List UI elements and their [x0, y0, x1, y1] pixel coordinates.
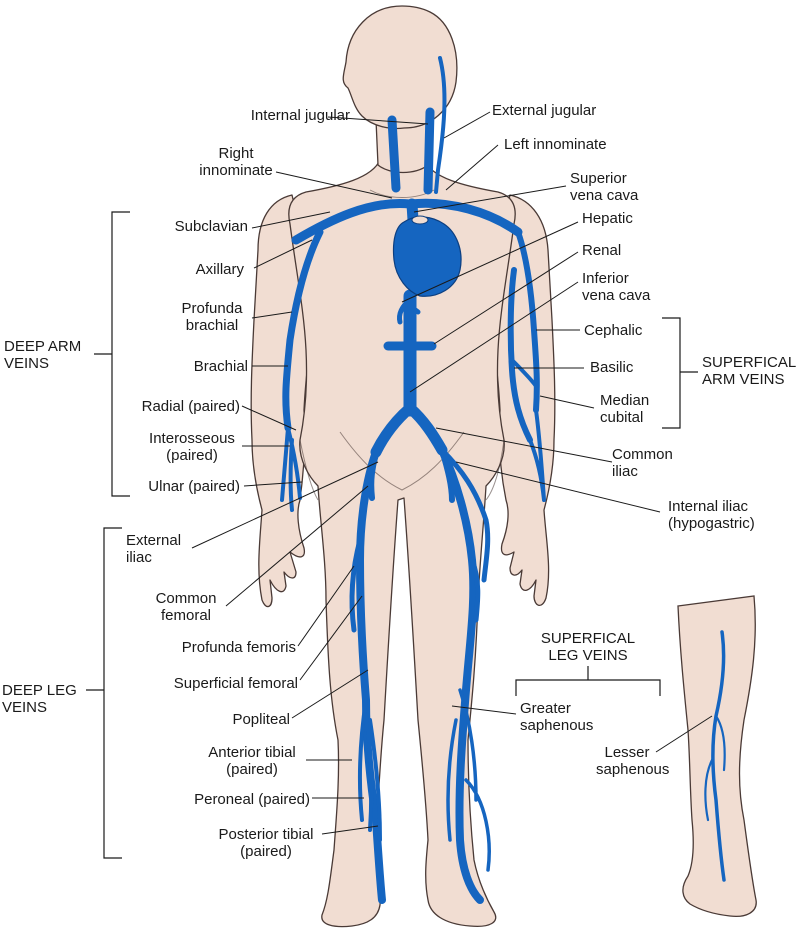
label-profunda-brachial: Profunda brachial [181, 300, 243, 334]
group-label-superficial-arm: SUPERFICAL ARM VEINS [702, 354, 797, 388]
leader-internal-jugular [327, 116, 429, 125]
leader-lesser-saphenous [655, 715, 713, 753]
isolated-leg [677, 595, 757, 918]
left-deep-leg-vein [438, 446, 484, 904]
left-median-cubital-vein [510, 358, 538, 388]
head [342, 5, 458, 130]
label-anterior-tibial: Anterior tibial (paired) [208, 744, 296, 778]
leader-axillary [253, 239, 313, 269]
label-interosseous: Interosseous (paired) [149, 430, 235, 464]
group-label-superficial-leg: SUPERFICAL LEG VEINS [540, 630, 636, 664]
label-common-femoral: Common femoral [155, 590, 217, 624]
label-median-cubital: Median cubital [600, 392, 650, 426]
leader-posterior-tibial [321, 825, 379, 835]
label-subclavian: Subclavian [174, 218, 248, 235]
heart [392, 216, 462, 297]
label-hepatic: Hepatic [582, 210, 633, 227]
leader-median-cubital [539, 395, 595, 409]
right-radial-ulnar-veins [280, 426, 302, 512]
leader-common-femoral [225, 485, 369, 607]
left-leg-tributaries [446, 688, 491, 872]
heart-aorta-stub [411, 215, 429, 225]
leader-superior-vena-cava [413, 185, 567, 213]
leader-left-innominate [445, 144, 499, 191]
leader-profunda-femoris [297, 565, 355, 647]
leader-internal-iliac [455, 461, 661, 513]
leader-greater-saphenous [451, 705, 517, 715]
leader-popliteal [291, 669, 369, 719]
label-axillary: Axillary [195, 261, 244, 278]
left-greater-saphenous [439, 447, 491, 623]
common-iliac-veins [370, 402, 448, 458]
left-arm [487, 194, 556, 606]
external-jugular-vein [434, 56, 447, 194]
group-brackets [86, 211, 698, 859]
leader-subclavian [251, 211, 331, 229]
left-forearm-veins [528, 408, 546, 502]
label-lesser-saphenous: Lesser saphenous [596, 744, 670, 778]
bracket-deep-arm [94, 211, 130, 497]
lesser-saphenous-vein [711, 630, 726, 882]
label-right-innominate: Right innominate [199, 145, 273, 179]
right-profunda-femoris [349, 537, 363, 633]
left-internal-jugular-vein [423, 107, 435, 195]
leader-hepatic [401, 221, 579, 303]
leader-renal [433, 251, 579, 345]
right-internal-jugular-vein [387, 115, 401, 193]
label-inferior-vena-cava: Inferior vena cava [582, 270, 651, 304]
label-posterior-tibial: Posterior tibial (paired) [218, 826, 314, 860]
leader-common-iliac [435, 427, 613, 463]
right-axillary-brachial-vein [282, 228, 324, 432]
hepatic-veins [397, 297, 421, 325]
label-peroneal: Peroneal (paired) [194, 791, 310, 808]
right-tibial-veins [357, 698, 382, 842]
leader-profunda-brachial [251, 311, 293, 319]
label-renal: Renal [582, 242, 622, 259]
leader-ulnar [243, 481, 303, 487]
leader-external-jugular [443, 111, 491, 139]
label-external-jugular: External jugular [492, 102, 597, 119]
lesser-saphenous-branch [704, 714, 726, 822]
label-superior-vena-cava: Superior vena cava [570, 170, 639, 204]
label-basilic: Basilic [590, 359, 634, 376]
leader-radial [241, 405, 297, 431]
label-internal-jugular: Internal jugular [250, 107, 350, 124]
label-brachial: Brachial [193, 358, 248, 375]
label-profunda-femoris: Profunda femoris [181, 639, 296, 656]
label-popliteal: Popliteal [232, 711, 290, 728]
body-silhouette [250, 5, 556, 928]
bracket-superficial-arm [662, 317, 698, 429]
label-greater-saphenous: Greater saphenous [520, 700, 594, 734]
isolated-leg-silhouette [677, 595, 757, 918]
leader-superficial-femoral [299, 595, 363, 681]
label-ulnar: Ulnar (paired) [148, 478, 240, 495]
label-left-innominate: Left innominate [504, 136, 607, 153]
label-common-iliac: Common iliac [612, 446, 673, 480]
label-superficial-femoral: Superficial femoral [173, 675, 298, 692]
veins [280, 56, 546, 904]
label-radial: Radial (paired) [141, 398, 240, 415]
right-femoral-vein [356, 448, 386, 904]
bracket-deep-leg [86, 527, 122, 859]
label-external-iliac: External iliac [126, 532, 182, 566]
leader-external-iliac [191, 461, 379, 549]
bracket-superficial-leg [515, 666, 661, 696]
leader-lines [191, 111, 713, 835]
leader-right-innominate [275, 171, 393, 199]
leader-inferior-vena-cava [409, 281, 579, 393]
group-label-deep-arm: DEEP ARM VEINS [4, 338, 82, 372]
left-basilic-vein [507, 267, 533, 443]
torso-legs [288, 159, 516, 928]
label-cephalic: Cephalic [584, 322, 643, 339]
label-internal-iliac: Internal iliac (hypogastric) [668, 498, 755, 532]
group-label-deep-leg: DEEP LEG VEINS [2, 682, 77, 716]
